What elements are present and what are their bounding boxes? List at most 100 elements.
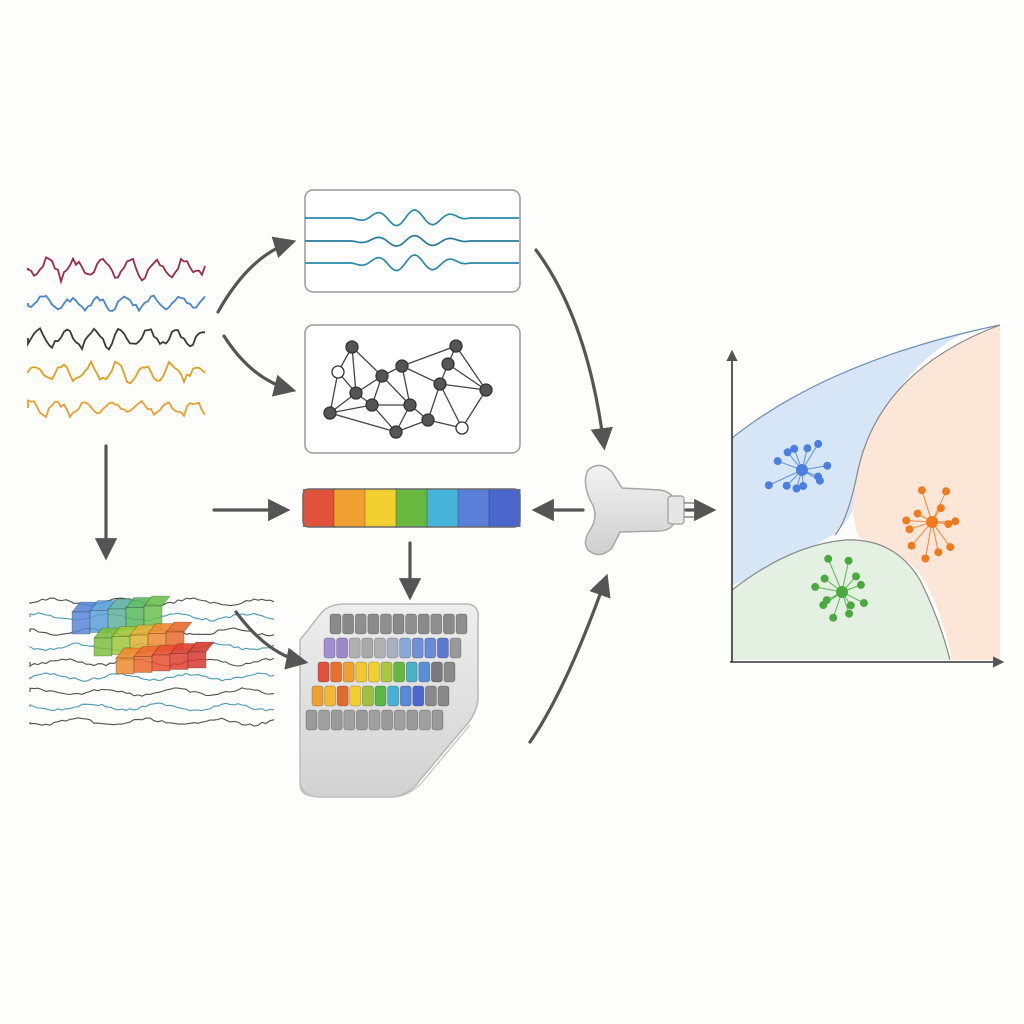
- signal-trace: [27, 399, 206, 419]
- raw-signals-group: [27, 256, 206, 419]
- tray-token: [399, 685, 412, 707]
- tray-token: [411, 637, 424, 659]
- tray-token: [342, 613, 355, 635]
- cluster-point: [951, 517, 960, 526]
- wave-panel-trace: [305, 209, 519, 227]
- cluster-point: [852, 572, 860, 581]
- graph-edge: [329, 412, 397, 433]
- cluster-point: [846, 601, 855, 610]
- tray-token: [348, 637, 361, 659]
- tray-token: [367, 661, 380, 683]
- cluster-center: [836, 586, 848, 598]
- tray-token: [437, 685, 450, 707]
- probe-tip: [667, 495, 685, 525]
- tray-token: [442, 613, 455, 635]
- graph-node: [345, 340, 359, 354]
- cluster-point: [942, 487, 951, 496]
- graph-edge: [439, 383, 463, 429]
- flow-arrows: [94, 236, 717, 744]
- tray-token: [436, 637, 449, 659]
- tray-token: [330, 709, 343, 731]
- tray-rim: [299, 724, 471, 798]
- tray-tokens: [305, 613, 468, 731]
- cluster-point: [905, 525, 914, 534]
- spectral-trace: [29, 717, 275, 727]
- cluster-point: [792, 484, 801, 493]
- tray-token: [392, 613, 405, 635]
- flow-arrow: [222, 334, 297, 397]
- tray-token: [430, 661, 443, 683]
- tray-token: [386, 637, 399, 659]
- tray-token: [418, 661, 431, 683]
- tray-token: [355, 709, 368, 731]
- graph-node: [479, 383, 493, 397]
- spectral-block: [115, 657, 135, 675]
- tray-token: [343, 709, 356, 731]
- spectral-trace: [29, 687, 275, 697]
- graph-panel: [304, 324, 521, 454]
- tray-token: [311, 685, 324, 707]
- graph-node: [441, 357, 455, 371]
- cluster-point: [790, 444, 799, 453]
- cluster-point: [829, 613, 838, 622]
- token-cell: [427, 489, 459, 527]
- graph-node: [365, 398, 379, 412]
- tray-token: [324, 685, 337, 707]
- tray-token: [405, 613, 418, 635]
- cluster-point: [917, 486, 926, 495]
- graph-edge: [461, 389, 487, 429]
- graph-edge: [329, 371, 339, 414]
- wave-panel-lines: [305, 209, 519, 272]
- cluster-point: [844, 556, 853, 565]
- tray-token: [305, 709, 318, 731]
- token-cell: [489, 489, 521, 527]
- tray-token: [336, 685, 349, 707]
- embedding-plot: [726, 324, 1005, 668]
- graph-edge: [401, 365, 441, 385]
- spectral-block: [93, 637, 113, 657]
- graph-node: [375, 369, 389, 383]
- tray-token: [449, 637, 462, 659]
- tray-token: [406, 709, 419, 731]
- spectral-trace: [29, 702, 275, 712]
- cluster-point: [845, 609, 854, 618]
- cluster-point: [815, 476, 824, 485]
- tray-token: [405, 661, 418, 683]
- cluster-region-orange: [853, 325, 1000, 660]
- region-boundary: [731, 324, 1001, 439]
- wave-panel-trace: [305, 234, 519, 247]
- region-boundary: [731, 539, 951, 661]
- graph-edge: [381, 375, 411, 406]
- cluster-points: [764, 439, 960, 622]
- wave-panel: [304, 189, 521, 293]
- cluster-point: [824, 554, 833, 563]
- cluster-point: [946, 543, 955, 552]
- tray-token: [342, 661, 355, 683]
- cluster-point: [921, 554, 930, 563]
- token-tray: [299, 603, 480, 798]
- tray-token: [381, 709, 394, 731]
- tray-token: [455, 613, 468, 635]
- spectral-blocks: [71, 595, 215, 675]
- tray-token: [336, 637, 349, 659]
- cluster-point: [773, 457, 782, 466]
- tray-token: [379, 613, 392, 635]
- graph-node: [323, 406, 337, 420]
- spectral-block: [169, 653, 189, 670]
- graph-node: [421, 413, 435, 427]
- graph-node: [389, 425, 403, 439]
- tray-token: [323, 637, 336, 659]
- cluster-point: [936, 504, 945, 513]
- tray-token: [387, 685, 400, 707]
- graph-node: [395, 359, 409, 373]
- tray-token: [349, 685, 362, 707]
- signal-trace: [27, 294, 206, 313]
- tray-token: [318, 709, 331, 731]
- tray-token: [399, 637, 412, 659]
- tray-token: [412, 685, 425, 707]
- cluster-point: [856, 580, 865, 589]
- tray-token: [424, 637, 437, 659]
- probe-head: [584, 464, 675, 556]
- cluster-point: [902, 516, 911, 525]
